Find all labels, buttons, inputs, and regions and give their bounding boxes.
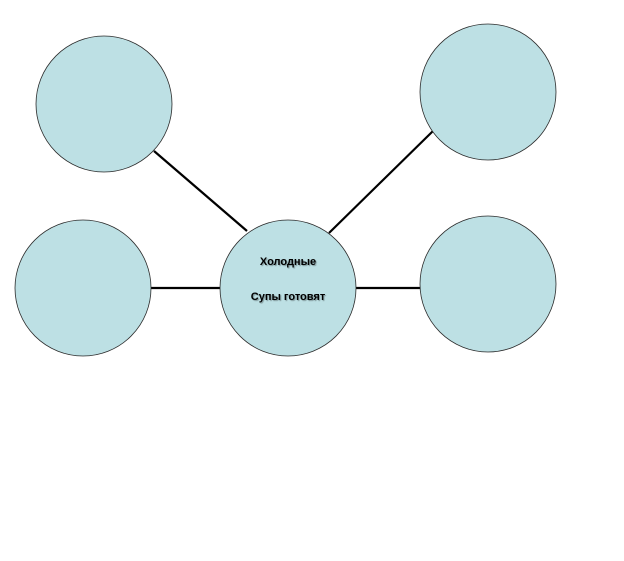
center-node-label-line-1: Холодные (259, 256, 317, 268)
connector-top-left (153, 150, 248, 232)
center-node-label-line-2: Супы готовят (250, 291, 326, 303)
node-middle-left (14, 219, 152, 357)
connector-top-right (328, 130, 434, 234)
node-middle-right (419, 215, 557, 353)
node-top-right (419, 23, 557, 161)
node-top-left (35, 35, 173, 173)
node-center (219, 219, 357, 357)
